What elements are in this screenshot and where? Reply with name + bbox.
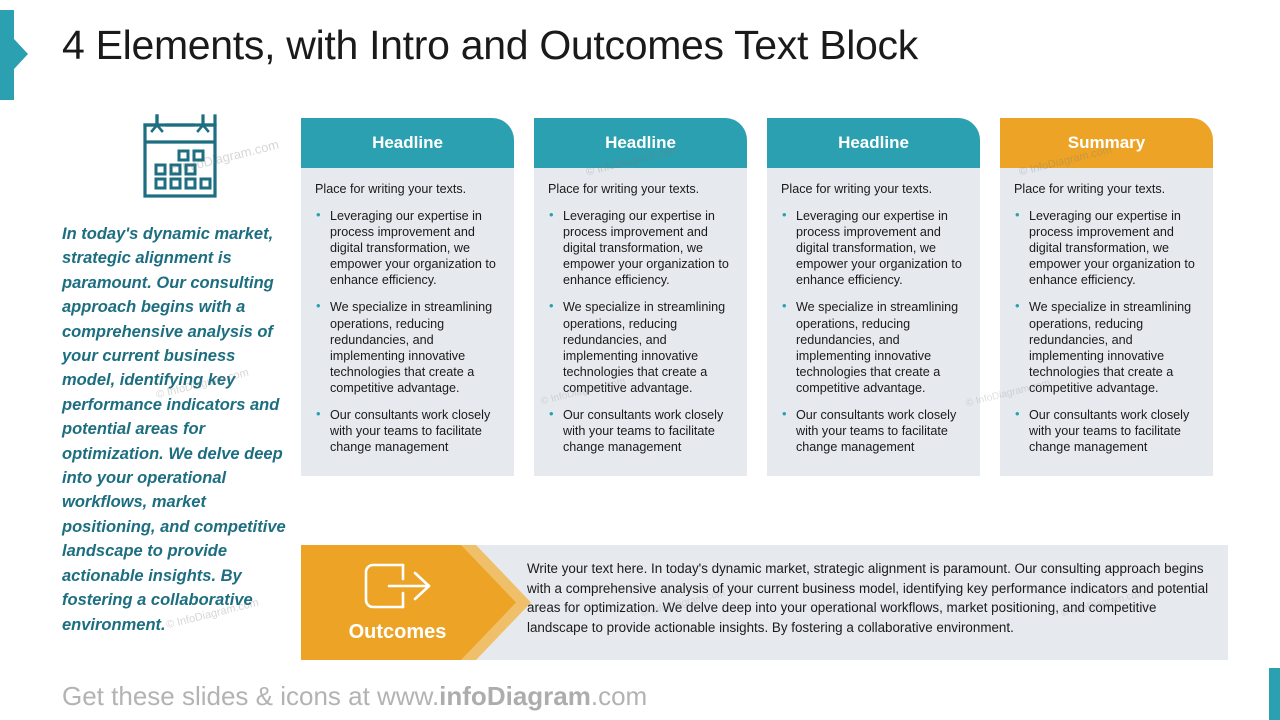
footer-brand: infoDiagram bbox=[439, 681, 591, 711]
list-item: Our consultants work closely with your t… bbox=[1012, 406, 1201, 455]
card-1[interactable]: Headline Place for writing your texts. L… bbox=[301, 118, 514, 477]
list-item: Leveraging our expertise in process impr… bbox=[779, 207, 968, 288]
card-3[interactable]: Headline Place for writing your texts. L… bbox=[767, 118, 980, 477]
left-column: In today's dynamic market, strategic ali… bbox=[62, 112, 290, 637]
calendar-icon bbox=[62, 112, 290, 200]
footer-link[interactable]: Get these slides & icons at www.infoDiag… bbox=[62, 681, 647, 712]
outcomes-label: Outcomes bbox=[348, 620, 447, 643]
left-accent-bar bbox=[0, 10, 14, 100]
list-item: We specialize in streamlining operations… bbox=[1012, 298, 1201, 396]
card-2-lead: Place for writing your texts. bbox=[548, 182, 700, 196]
card-2-body: Place for writing your texts. Leveraging… bbox=[534, 168, 747, 477]
list-item: Our consultants work closely with your t… bbox=[313, 406, 502, 455]
list-item: Leveraging our expertise in process impr… bbox=[1012, 207, 1201, 288]
exit-arrow-icon bbox=[363, 562, 455, 615]
card-3-body: Place for writing your texts. Leveraging… bbox=[767, 168, 980, 477]
outcomes-text: Write your text here. In today's dynamic… bbox=[527, 561, 1209, 635]
footer-prefix: Get these slides & icons at www. bbox=[62, 681, 440, 711]
card-4-bullets: Leveraging our expertise in process impr… bbox=[1012, 207, 1201, 455]
card-4-summary[interactable]: Summary Place for writing your texts. Le… bbox=[1000, 118, 1213, 477]
list-item: Leveraging our expertise in process impr… bbox=[546, 207, 735, 288]
cards-row: Headline Place for writing your texts. L… bbox=[301, 118, 1228, 477]
card-2[interactable]: Headline Place for writing your texts. L… bbox=[534, 118, 747, 477]
card-3-headline: Headline bbox=[767, 118, 980, 168]
list-item: We specialize in streamlining operations… bbox=[313, 298, 502, 396]
card-1-body: Place for writing your texts. Leveraging… bbox=[301, 168, 514, 477]
page-title: 4 Elements, with Intro and Outcomes Text… bbox=[62, 22, 918, 68]
card-4-headline: Summary bbox=[1000, 118, 1213, 168]
footer-suffix: .com bbox=[590, 681, 648, 711]
card-4-lead: Place for writing your texts. bbox=[1014, 182, 1166, 196]
card-1-headline: Headline bbox=[301, 118, 514, 168]
right-accent-bar bbox=[1269, 668, 1280, 720]
card-3-lead: Place for writing your texts. bbox=[781, 182, 933, 196]
outcomes-band: Outcomes Write your text here. In today'… bbox=[301, 545, 1228, 660]
list-item: Our consultants work closely with your t… bbox=[779, 406, 968, 455]
card-2-bullets: Leveraging our expertise in process impr… bbox=[546, 207, 735, 455]
card-3-bullets: Leveraging our expertise in process impr… bbox=[779, 207, 968, 455]
list-item: Our consultants work closely with your t… bbox=[546, 406, 735, 455]
list-item: We specialize in streamlining operations… bbox=[779, 298, 968, 396]
list-item: We specialize in streamlining operations… bbox=[546, 298, 735, 396]
card-1-bullets: Leveraging our expertise in process impr… bbox=[313, 207, 502, 455]
list-item: Leveraging our expertise in process impr… bbox=[313, 207, 502, 288]
card-4-body: Place for writing your texts. Leveraging… bbox=[1000, 168, 1213, 477]
card-1-lead: Place for writing your texts. bbox=[315, 182, 467, 196]
card-2-headline: Headline bbox=[534, 118, 747, 168]
left-accent-arrow-icon bbox=[14, 39, 28, 69]
intro-paragraph: In today's dynamic market, strategic ali… bbox=[62, 225, 286, 634]
